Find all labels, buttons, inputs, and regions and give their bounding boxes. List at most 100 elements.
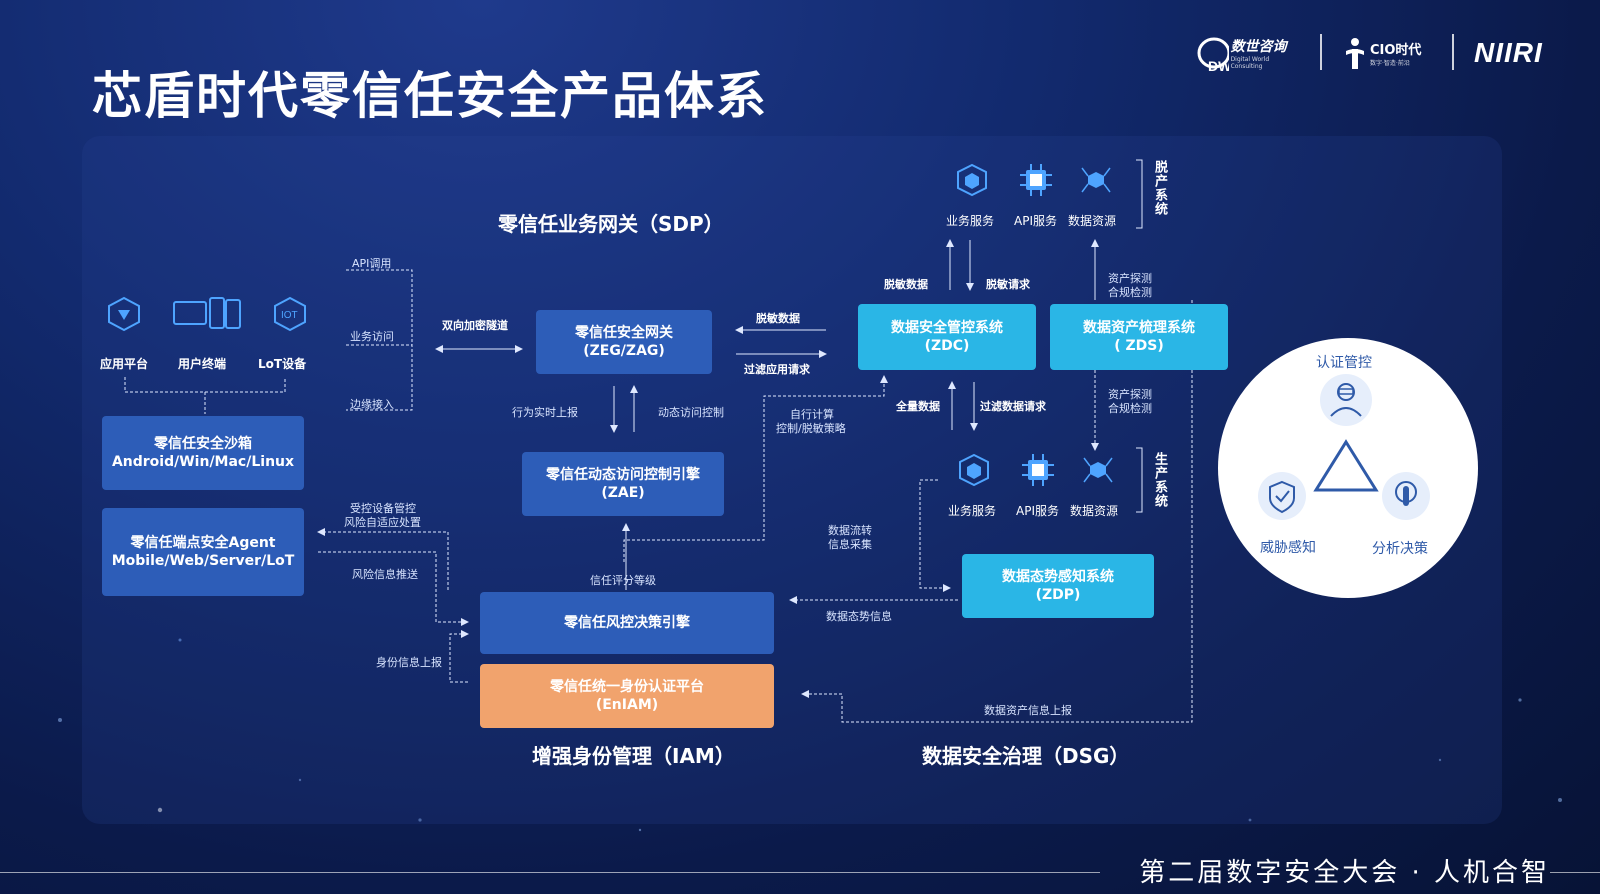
dw-logo-name: 数世咨询: [1230, 39, 1287, 55]
desens-service-data: 数据资源: [1068, 214, 1117, 228]
label-edge-access: 边缘接入: [350, 398, 394, 411]
desens-service-biz: 业务服务: [946, 214, 995, 228]
zdc-subtitle: (ZDC): [924, 338, 970, 354]
zae-title: 零信任动态访问控制引擎: [546, 466, 700, 483]
niiri-logo: NIIRI: [1474, 30, 1554, 76]
endpoint-agent-box[interactable]: 零信任端点安全Agent Mobile/Web/Server/LoT: [102, 508, 304, 596]
prod-service-biz: 业务服务: [948, 504, 997, 518]
endpoint-agent-subtitle: Mobile/Web/Server/LoT: [111, 553, 295, 569]
label-filter-app-req: 过滤应用请求: [744, 363, 810, 376]
circle-graphics: [1258, 374, 1430, 520]
label-device-ctrl-2: 风险自适应处置: [344, 516, 421, 529]
label-flow-2: 信息采集: [828, 538, 872, 551]
label-asset-probe-1: 资产探测: [1108, 272, 1152, 285]
cube-icon: [954, 452, 994, 488]
desens-system-label: 脱产系统: [1152, 160, 1167, 216]
endpoint-agent-title: 零信任端点安全Agent: [130, 534, 276, 551]
device-label-terminal: 用户终端: [178, 357, 227, 371]
cio-logo-name: CIO时代: [1370, 43, 1422, 58]
label-biz-access: 业务访问: [350, 330, 394, 343]
label-identity-report: 身份信息上报: [376, 656, 442, 669]
shield-icon: [1269, 480, 1295, 514]
footer-title: 第二届数字安全大会 · 人机合智: [1139, 858, 1550, 888]
label-desens-data-top: 脱敏数据: [756, 312, 800, 325]
device-label-app: 应用平台: [100, 357, 149, 371]
cio-logo: CIO时代 数字·智造·前沿: [1342, 30, 1442, 76]
logo-divider: [1452, 34, 1454, 70]
circle-label-auth: 认证管控: [1316, 355, 1372, 371]
prod-service-api: API服务: [1016, 504, 1059, 518]
svg-text:IOT: IOT: [281, 310, 298, 321]
label-behavior-report: 行为实时上报: [512, 406, 578, 419]
zdp-box[interactable]: 数据态势感知系统 (ZDP): [962, 554, 1154, 618]
label-tunnel: 双向加密隧道: [442, 319, 508, 332]
app-platform-icon: [104, 296, 144, 332]
eniam-title: 零信任统一身份认证平台: [550, 678, 704, 695]
label-asset-probe-2: 合规检测: [1108, 286, 1152, 299]
label-asset-probe-4: 合规检测: [1108, 402, 1152, 415]
label-desens-req: 脱敏请求: [986, 278, 1030, 291]
dw-logo: DW 数世咨询 Digital World Consulting: [1196, 30, 1296, 76]
label-api-call: API调用: [352, 257, 392, 270]
iot-device-icon: IOT: [270, 296, 310, 332]
prod-service-data: 数据资源: [1070, 504, 1119, 518]
sandbox-title: 零信任安全沙箱: [154, 435, 252, 452]
label-full-data: 全量数据: [896, 400, 940, 413]
zdp-subtitle: (ZDP): [1035, 587, 1081, 603]
risk-engine-box[interactable]: 零信任风控决策引擎: [480, 592, 774, 654]
dw-logo-icon: DW: [1197, 37, 1229, 73]
label-risk-push: 风险信息推送: [352, 568, 418, 581]
cube-icon: [952, 162, 992, 198]
gateway-title: 零信任安全网关: [575, 324, 673, 341]
chip-icon: [1016, 162, 1056, 198]
section-title-iam: 增强身份管理（IAM）: [532, 744, 735, 768]
logo-divider: [1320, 34, 1322, 70]
label-asset-probe-3: 资产探测: [1108, 388, 1152, 401]
zae-subtitle: (ZAE): [601, 485, 645, 501]
sandbox-subtitle: Android/Win/Mac/Linux: [111, 454, 295, 470]
label-situation-info: 数据态势信息: [826, 610, 892, 623]
user-terminal-icon: [172, 296, 242, 332]
zds-subtitle: ( ZDS): [1114, 338, 1164, 354]
zdc-box[interactable]: 数据安全管控系统 (ZDC): [858, 304, 1036, 370]
chip-icon: [1018, 452, 1058, 488]
risk-engine-title: 零信任风控决策引擎: [564, 614, 690, 631]
svg-text:DW: DW: [1208, 58, 1229, 73]
zae-box[interactable]: 零信任动态访问控制引擎 (ZAE): [522, 452, 724, 516]
footer-line: [0, 872, 1100, 873]
cio-logo-sub: 数字·智造·前沿: [1370, 60, 1410, 67]
label-asset-report: 数据资产信息上报: [984, 704, 1072, 717]
gateway-subtitle: (ZEG/ZAG): [583, 343, 665, 359]
dw-logo-sub: Digital World Consulting: [1230, 56, 1270, 70]
label-filter-data-req: 过滤数据请求: [980, 400, 1046, 413]
zdp-title: 数据态势感知系统: [1002, 568, 1114, 585]
label-device-ctrl-1: 受控设备管控: [350, 502, 416, 515]
gateway-box[interactable]: 零信任安全网关 (ZEG/ZAG): [536, 310, 712, 374]
desens-service-api: API服务: [1014, 214, 1057, 228]
network-cube-icon: [1076, 162, 1116, 198]
niiri-logo-text: NIIRI: [1474, 37, 1543, 68]
label-desens-data: 脱敏数据: [884, 278, 928, 291]
label-dyn-access: 动态访问控制: [658, 406, 724, 419]
circle-label-analysis: 分析决策: [1372, 541, 1428, 557]
section-title-dsg: 数据安全治理（DSG）: [922, 744, 1130, 768]
label-trust-score: 信任评分等级: [590, 574, 656, 587]
label-self-calc-1: 自行计算: [790, 408, 834, 421]
zds-title: 数据资产梳理系统: [1083, 319, 1195, 336]
eniam-box[interactable]: 零信任统一身份认证平台 (EnIAM): [480, 664, 774, 728]
page-title: 芯盾时代零信任安全产品体系: [92, 67, 768, 125]
circle-label-threat: 威胁感知: [1260, 540, 1316, 556]
touch-icon: [1395, 481, 1417, 506]
zdc-title: 数据安全管控系统: [891, 319, 1003, 336]
cio-logo-icon: [1346, 38, 1364, 69]
device-label-iot: LoT设备: [258, 357, 307, 371]
zds-box[interactable]: 数据资产梳理系统 ( ZDS): [1050, 304, 1228, 370]
user-auth-icon: [1330, 383, 1362, 417]
sandbox-box[interactable]: 零信任安全沙箱 Android/Win/Mac/Linux: [102, 416, 304, 490]
network-cube-icon: [1078, 452, 1118, 488]
eniam-subtitle: (EnIAM): [595, 697, 659, 713]
footer-line: [1550, 872, 1600, 873]
